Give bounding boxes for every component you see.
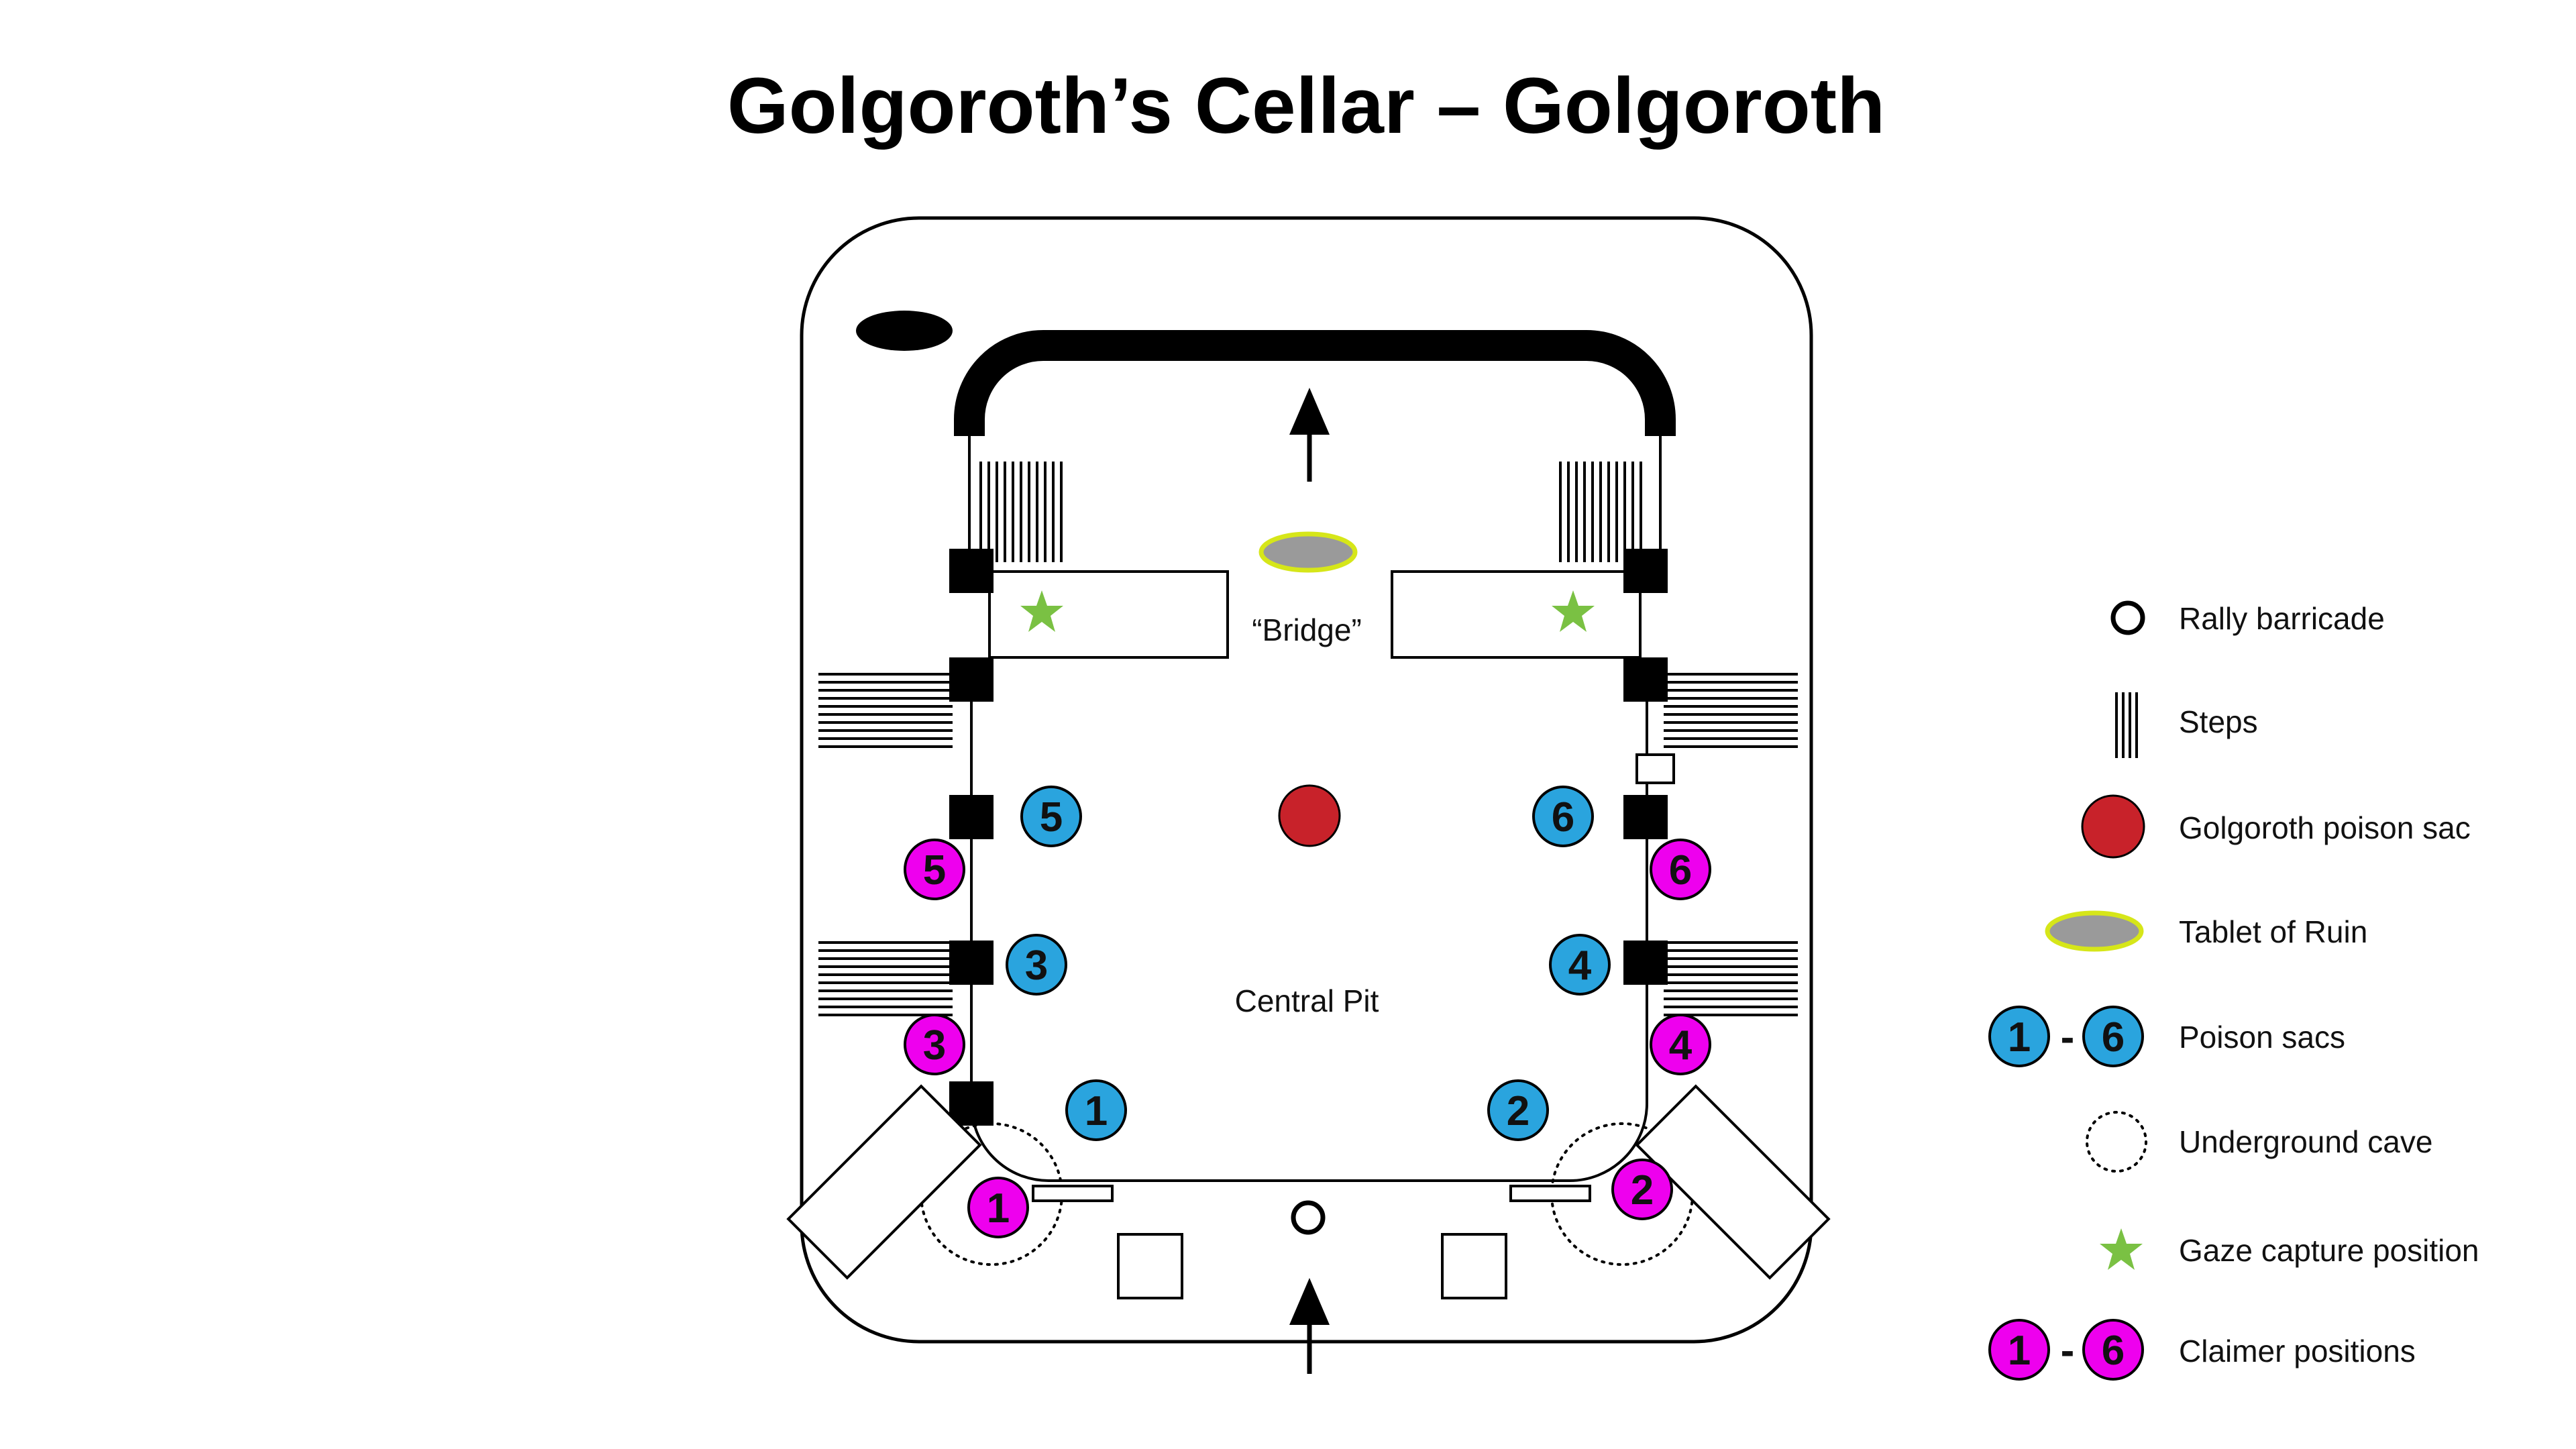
legend-tablet-of-ruin-label: Tablet of Ruin <box>2179 914 2367 949</box>
poison-sac-number: 4 <box>1568 943 1592 989</box>
legend-range-from: 1 <box>2008 1014 2031 1061</box>
legend-range-to: 6 <box>2102 1328 2125 1374</box>
pillar <box>1623 795 1668 839</box>
slab-right <box>1509 1185 1591 1202</box>
claimer-position-3: 3 <box>904 1014 965 1075</box>
claimer-number: 3 <box>923 1022 946 1069</box>
upper-walkway <box>954 330 1676 436</box>
legend-rally-barricade-label: Rally barricade <box>2179 601 2385 636</box>
central-pit-label: Central Pit <box>1235 983 1379 1018</box>
diagram-title: Golgoroth’s Cellar – Golgoroth <box>727 62 1885 150</box>
claimer-position-5: 5 <box>904 839 965 900</box>
legend-gaze-capture-star-icon <box>2100 1228 2143 1270</box>
pillar <box>949 657 994 702</box>
legend-range-dash: - <box>2061 1328 2075 1374</box>
poison-sac-4: 4 <box>1549 934 1611 996</box>
pillar <box>949 549 994 593</box>
legend-steps-label: Steps <box>2179 704 2258 739</box>
pillar <box>949 941 994 985</box>
central-pit-outline <box>970 657 1648 1182</box>
legend-range-from: 1 <box>2008 1328 2031 1374</box>
poison-sac-number: 1 <box>1085 1088 1108 1134</box>
legend-poison-sacs-icon: 1 - 6 <box>1988 1006 2144 1067</box>
legend-tablet-of-ruin-icon <box>2045 910 2144 952</box>
claimer-number: 1 <box>987 1185 1010 1232</box>
steps-left-upper <box>817 673 954 748</box>
pillar <box>1623 657 1668 702</box>
legend-gaze-capture-position-label: Gaze capture position <box>2179 1233 2479 1268</box>
poison-sac-number: 3 <box>1025 943 1048 989</box>
pillar <box>1623 549 1668 593</box>
legend-golgoroth-poison-sac-label: Golgoroth poison sac <box>2179 810 2471 845</box>
legend-range-dash: - <box>2061 1014 2075 1061</box>
tablet-of-ruin <box>1258 531 1358 573</box>
corner-ramp-left <box>786 1084 982 1280</box>
claimer-position-4: 4 <box>1650 1014 1711 1075</box>
poison-sac-1: 1 <box>1065 1079 1127 1141</box>
legend-underground-cave-icon <box>2086 1111 2147 1173</box>
poison-sac-6: 6 <box>1532 786 1594 847</box>
bridge-platform-left <box>988 570 1229 659</box>
legend-rally-barricade-icon <box>2110 600 2145 635</box>
legend-claimer-positions-icon: 1 - 6 <box>1988 1319 2144 1381</box>
steps-right-upper <box>1662 673 1799 748</box>
room-outline <box>800 216 1813 1344</box>
wall-switch <box>1635 753 1675 784</box>
dark-oval-marker <box>856 311 953 351</box>
poison-sac-number: 2 <box>1507 1088 1529 1134</box>
poison-sac-5: 5 <box>1020 786 1082 847</box>
slab-left <box>1032 1185 1114 1202</box>
legend-underground-cave-label: Underground cave <box>2179 1124 2432 1159</box>
legend-poison-sacs-label: Poison sacs <box>2179 1020 2345 1055</box>
claimer-position-1: 1 <box>967 1177 1029 1238</box>
pillar <box>949 1081 994 1126</box>
claimer-number: 6 <box>1669 847 1692 894</box>
poison-sac-number: 5 <box>1040 794 1063 841</box>
pillar <box>1623 941 1668 985</box>
arrow-up-entrance <box>1289 1278 1330 1374</box>
golgoroth-poison-sac <box>1278 784 1341 847</box>
poison-sac-2: 2 <box>1487 1079 1549 1141</box>
crate-right <box>1441 1233 1507 1299</box>
arrow-up-north <box>1289 388 1330 482</box>
steps-left-lower <box>817 941 954 1016</box>
steps-top-right <box>1559 460 1642 564</box>
steps-right-lower <box>1662 941 1799 1016</box>
legend-claimer-positions-label: Claimer positions <box>2179 1334 2416 1368</box>
claimer-number: 2 <box>1631 1167 1654 1214</box>
corner-ramp-right <box>1635 1084 1831 1280</box>
claimer-position-2: 2 <box>1611 1159 1673 1220</box>
legend-steps-icon <box>2115 692 2138 758</box>
pillars <box>949 549 1668 1126</box>
legend: Rally barricade Steps Golgoroth poison s… <box>1988 600 2479 1381</box>
claimer-number: 5 <box>923 847 946 894</box>
crate-left <box>1117 1233 1183 1299</box>
claimer-number: 4 <box>1669 1022 1693 1069</box>
claimer-position-6: 6 <box>1650 839 1711 900</box>
poison-sac-3: 3 <box>1006 934 1067 996</box>
pillar <box>949 795 994 839</box>
legend-range-to: 6 <box>2102 1014 2125 1061</box>
bridge-label: “Bridge” <box>1252 612 1362 647</box>
rally-barricade <box>1291 1200 1326 1235</box>
legend-golgoroth-poison-sac-icon <box>2081 794 2145 859</box>
bridge-platform-right <box>1391 570 1642 659</box>
steps-top-left <box>979 460 1063 564</box>
poison-sac-number: 6 <box>1552 794 1574 841</box>
